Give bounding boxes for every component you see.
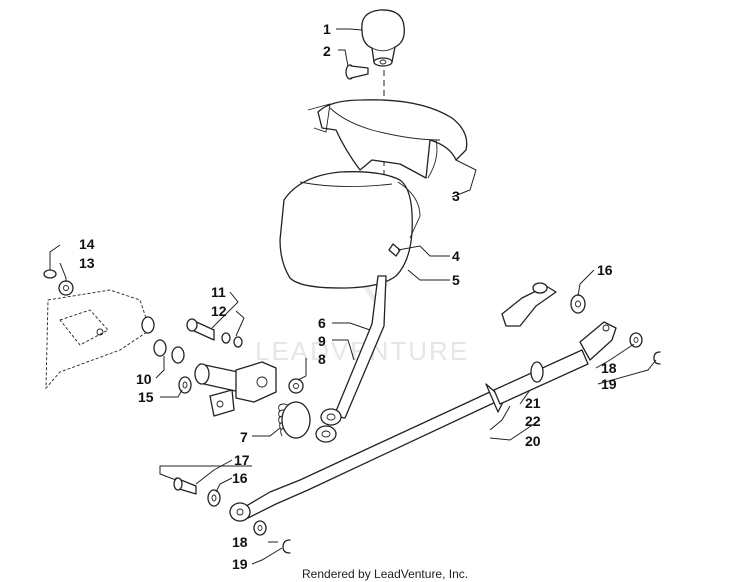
return-spring: [278, 401, 311, 439]
washer-clip-bottom: [253, 520, 291, 554]
callout-5: 5: [452, 272, 460, 288]
knob-screw: [345, 64, 369, 80]
callout-6: 6: [318, 315, 326, 331]
callout-4: 4: [452, 248, 460, 264]
callout-20: 20: [525, 433, 541, 449]
callout-18-right: 18: [601, 360, 617, 376]
callout-labels: 1 2 3 4 5 6 9 8 7 10 11 12 13 14 15 16 1…: [79, 21, 617, 572]
shift-linkage: [229, 321, 617, 522]
callout-3: 3: [452, 188, 460, 204]
pivot-pin: [186, 318, 243, 348]
o-rings: [153, 339, 185, 364]
pivot-washer: [178, 376, 192, 394]
leader-lines: [49, 28, 657, 565]
callout-17: 17: [234, 452, 250, 468]
linkage-bolt: [173, 477, 221, 507]
shift-cover-upper: [307, 99, 468, 179]
callout-21: 21: [525, 395, 541, 411]
callout-7: 7: [240, 429, 248, 445]
pivot-bracket: [194, 361, 304, 417]
rod-end-right: [501, 282, 586, 327]
callout-15: 15: [138, 389, 154, 405]
callout-2: 2: [323, 43, 331, 59]
callout-14: 14: [79, 236, 95, 252]
callout-8: 8: [318, 351, 326, 367]
callout-22: 22: [525, 413, 541, 429]
shift-lever: [315, 275, 387, 443]
callout-1: 1: [323, 21, 331, 37]
shift-knob: [361, 9, 405, 67]
callout-16-right: 16: [597, 262, 613, 278]
callout-12: 12: [211, 303, 227, 319]
callout-19-right: 19: [601, 376, 617, 392]
callout-16-bottom: 16: [232, 470, 248, 486]
washer-clip-right: [629, 332, 661, 365]
frame-bracket: [45, 289, 155, 390]
callout-19-bottom: 19: [232, 556, 248, 572]
callout-9: 9: [318, 333, 326, 349]
callout-13: 13: [79, 255, 95, 271]
callout-10: 10: [136, 371, 152, 387]
callout-11: 11: [211, 284, 226, 300]
frame-bolt: [43, 269, 74, 296]
shift-cover-lower: [279, 171, 421, 289]
callout-18-bottom: 18: [232, 534, 248, 550]
footer-credit: Rendered by LeadVenture, Inc.: [302, 567, 468, 581]
